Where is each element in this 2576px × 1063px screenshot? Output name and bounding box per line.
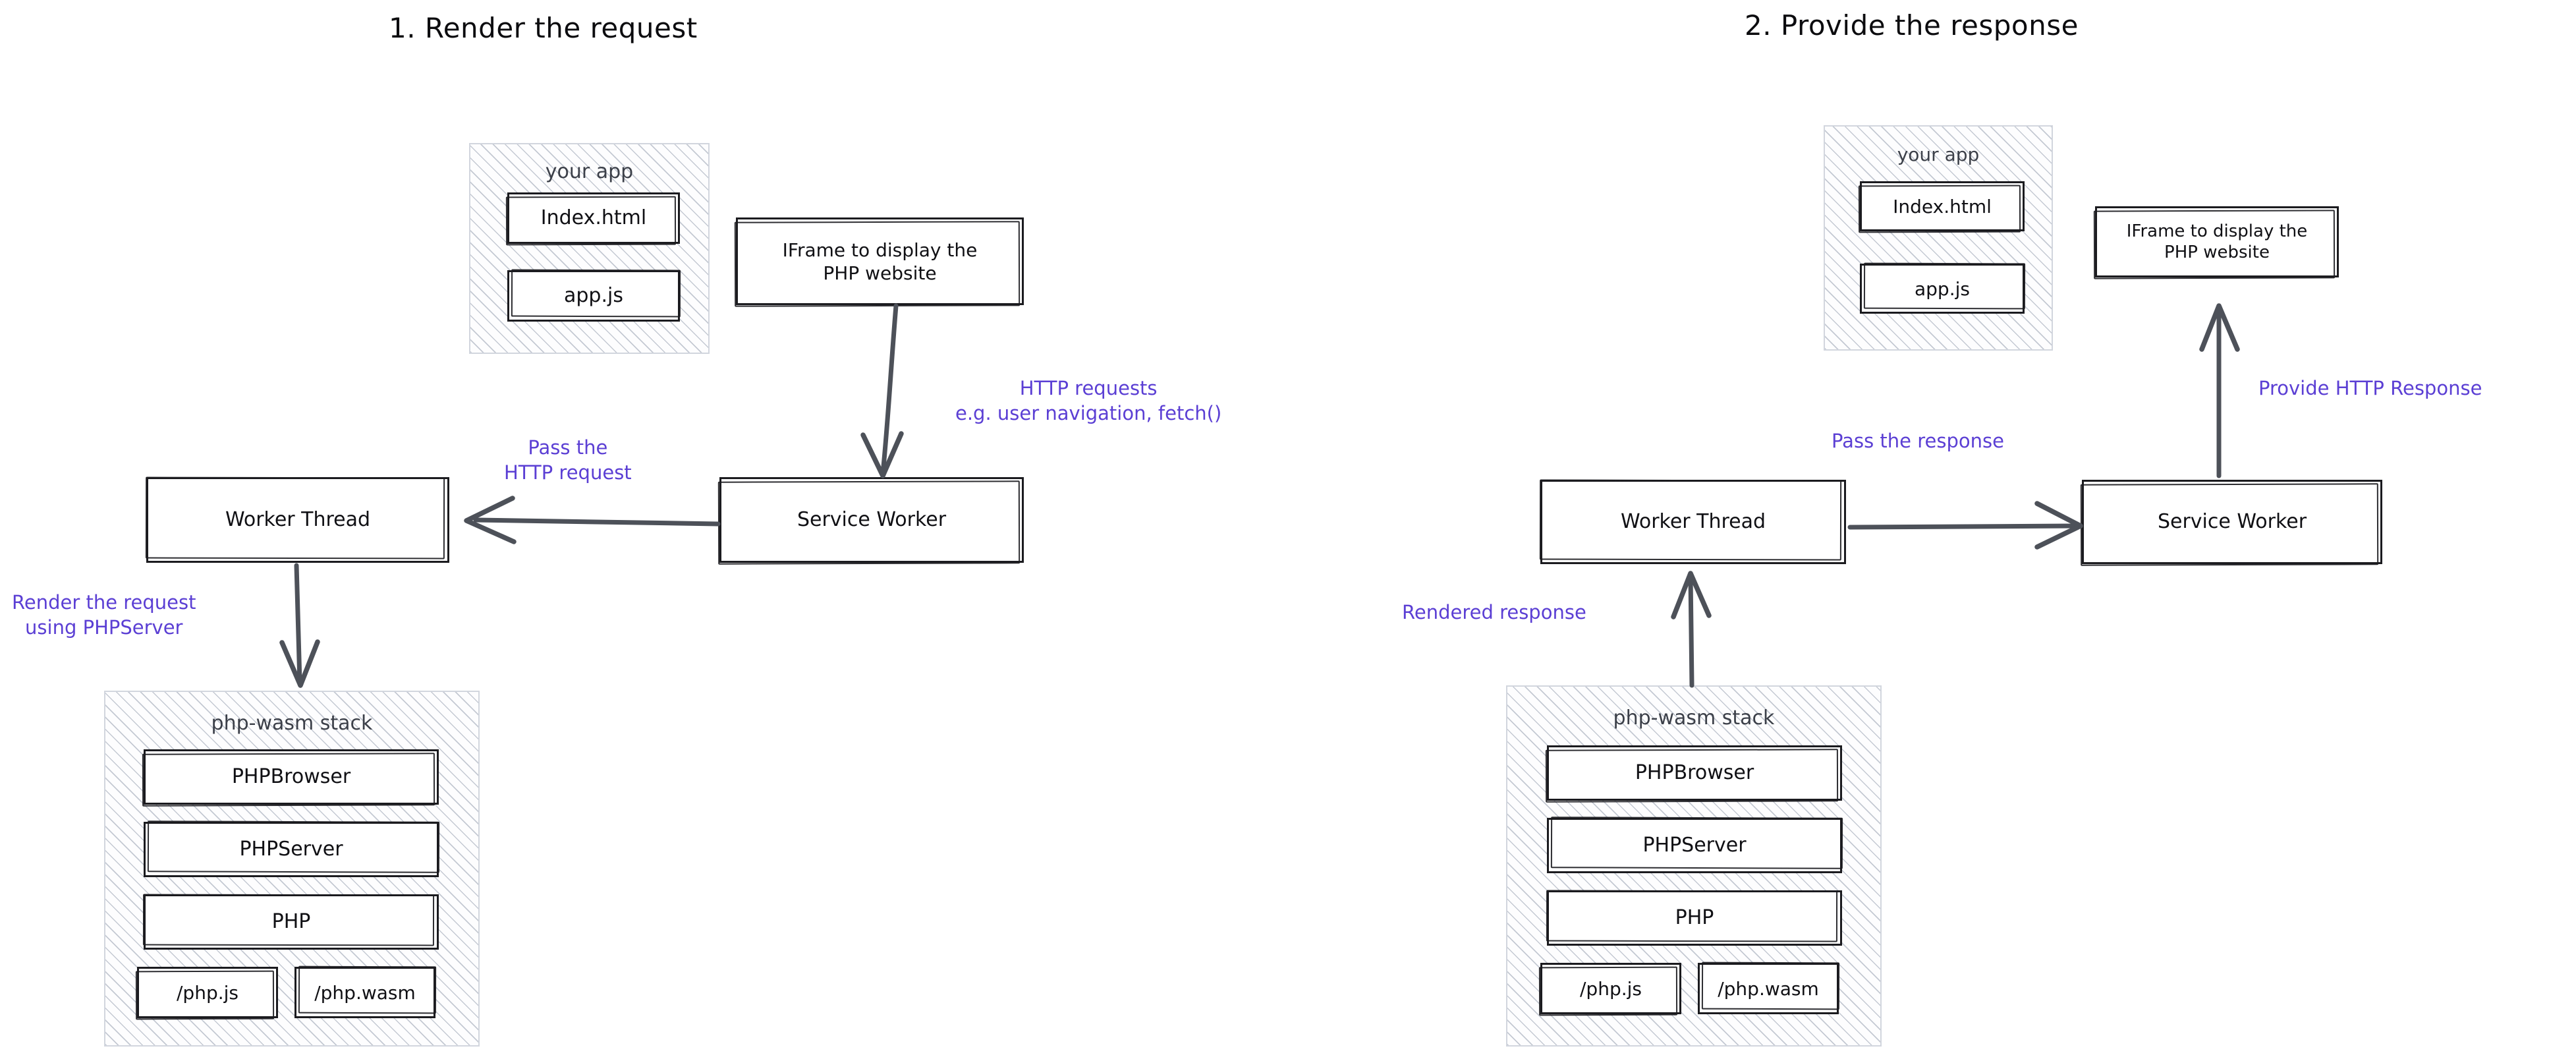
note-provide-http-response-2: Provide HTTP Response <box>2258 377 2482 399</box>
service-worker-label: Service Worker <box>797 508 947 532</box>
panel-title-2: 2. Provide the response <box>1745 9 2079 42</box>
file-box-app-js-1[interactable]: app.js <box>507 270 680 322</box>
iframe-box-2[interactable]: IFrame to display the PHP website <box>2095 206 2339 277</box>
worker-thread-box-2[interactable]: Worker Thread <box>1540 480 1846 564</box>
stack-file-php-js-2[interactable]: /php.js <box>1540 963 1681 1014</box>
arrow-service-worker-to-worker-thread-1 <box>464 496 721 544</box>
arrow-iframe-to-service-worker-1 <box>860 303 904 478</box>
note-http-requests-1: HTTP requests e.g. user navigation, fetc… <box>955 377 1222 425</box>
stack-layer-php-2[interactable]: PHP <box>1547 890 1842 946</box>
stack-layer-label: PHP <box>1675 906 1714 930</box>
file-box-index-html-2[interactable]: Index.html <box>1860 181 2025 231</box>
stack-file-php-wasm-2[interactable]: /php.wasm <box>1698 963 1839 1014</box>
file-box-label: Index.html <box>1893 195 1992 217</box>
stack-layer-php-1[interactable]: PHP <box>144 894 439 950</box>
stack-layer-label: PHPServer <box>1642 834 1747 857</box>
iframe-box-label: IFrame to display the PHP website <box>782 239 978 284</box>
stack-layer-phpbrowser-2[interactable]: PHPBrowser <box>1547 745 1842 801</box>
arrow-service-worker-to-iframe-2 <box>2199 303 2240 478</box>
app-group-title-2: your app <box>1897 144 1980 165</box>
stack-file-label: /php.js <box>177 981 238 1004</box>
file-box-label: Index.html <box>540 206 647 230</box>
stack-file-label: /php.wasm <box>314 981 416 1004</box>
service-worker-box-2[interactable]: Service Worker <box>2082 480 2382 564</box>
stack-layer-phpbrowser-1[interactable]: PHPBrowser <box>144 749 439 805</box>
php-wasm-stack-title-2: php-wasm stack <box>1613 706 1775 730</box>
app-group-1: your app <box>469 143 710 354</box>
iframe-box-label: IFrame to display the PHP website <box>2126 221 2308 263</box>
note-render-request-1: Render the request using PHPServer <box>12 591 196 639</box>
stack-file-label: /php.wasm <box>1718 977 1819 1000</box>
worker-thread-label: Worker Thread <box>1620 510 1766 534</box>
stack-layer-label: PHPBrowser <box>231 765 351 789</box>
worker-thread-label: Worker Thread <box>225 508 371 532</box>
note-pass-http-request-1: Pass the HTTP request <box>504 436 632 484</box>
service-worker-label: Service Worker <box>2157 510 2307 534</box>
file-box-app-js-2[interactable]: app.js <box>1860 264 2025 314</box>
stack-layer-label: PHPServer <box>239 838 343 861</box>
file-box-label: app.js <box>1915 277 1970 300</box>
php-wasm-stack-title-1: php-wasm stack <box>211 712 373 735</box>
app-group-2: your app <box>1824 125 2053 351</box>
worker-thread-box-1[interactable]: Worker Thread <box>146 477 449 563</box>
stack-layer-phpserver-2[interactable]: PHPServer <box>1547 818 1842 873</box>
note-pass-the-response-2: Pass the response <box>1832 430 2004 452</box>
arrow-stack-to-worker-thread-2 <box>1671 571 1712 688</box>
arrow-worker-thread-to-stack-1 <box>279 563 320 688</box>
stack-layer-phpserver-1[interactable]: PHPServer <box>144 822 439 877</box>
file-box-index-html-1[interactable]: Index.html <box>507 192 680 244</box>
stack-file-label: /php.js <box>1580 977 1642 1000</box>
app-group-title-1: your app <box>545 160 634 183</box>
panel-title-1: 1. Render the request <box>389 12 698 44</box>
file-box-label: app.js <box>564 284 623 308</box>
arrow-worker-thread-to-service-worker-2 <box>1847 501 2083 550</box>
service-worker-box-1[interactable]: Service Worker <box>719 477 1024 563</box>
stack-file-php-wasm-1[interactable]: /php.wasm <box>294 967 435 1018</box>
stack-file-php-js-1[interactable]: /php.js <box>137 967 278 1018</box>
iframe-box-1[interactable]: IFrame to display the PHP website <box>736 217 1024 305</box>
stack-layer-label: PHPBrowser <box>1635 761 1754 785</box>
note-rendered-response-2: Rendered response <box>1402 601 1586 623</box>
stack-layer-label: PHP <box>271 910 311 934</box>
